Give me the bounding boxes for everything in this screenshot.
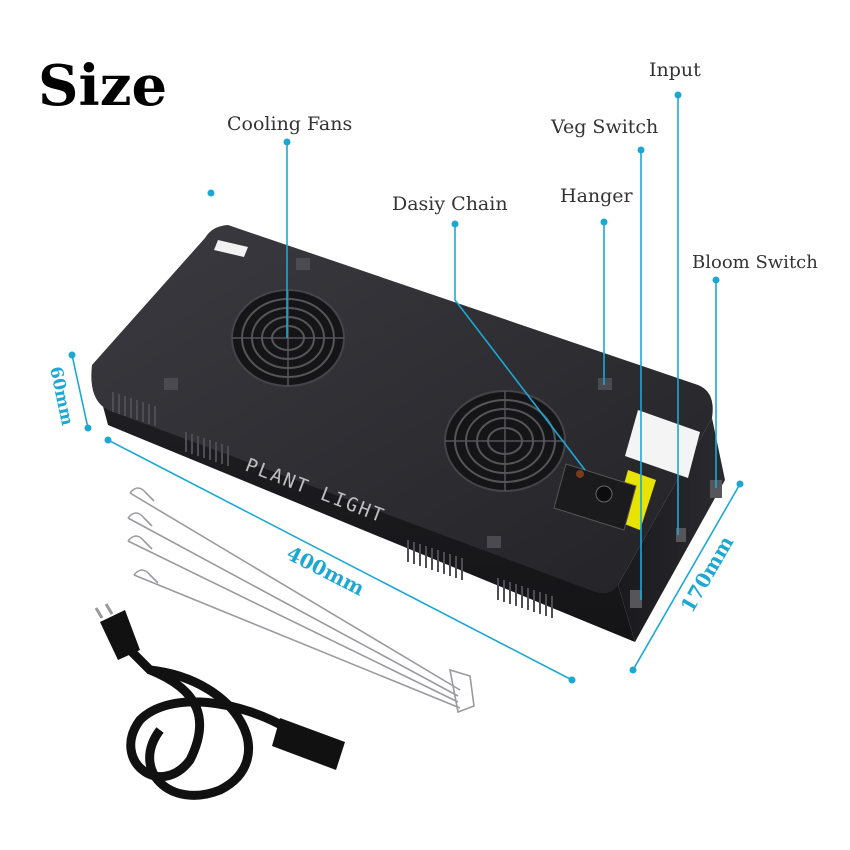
hanger-slot	[214, 240, 248, 257]
callout-cooling-fans: Cooling Fans	[227, 113, 352, 338]
hanging-wires	[127, 487, 475, 714]
device-end-side	[618, 418, 725, 642]
label-veg-switch: Veg Switch	[550, 116, 658, 138]
socket-panel	[553, 463, 637, 531]
hanger-tab	[487, 536, 501, 548]
label-hanger: Hanger	[560, 185, 634, 207]
side-vents	[112, 392, 553, 618]
switch-block	[676, 528, 686, 542]
label-bloom-switch: Bloom Switch	[692, 252, 818, 273]
dimension-60mm: 60mm	[45, 351, 92, 432]
switch-block	[710, 480, 722, 498]
label-input: Input	[649, 59, 701, 81]
callout-input: Input	[649, 59, 701, 535]
callout-veg-switch: Veg Switch	[550, 116, 658, 600]
label-cooling-fans: Cooling Fans	[227, 113, 352, 135]
callout-bloom-switch: Bloom Switch	[692, 252, 818, 488]
callout-hanger: Hanger	[560, 185, 634, 385]
switch-block	[630, 590, 642, 608]
page-title: Size	[38, 53, 167, 119]
fan-icon	[444, 390, 566, 492]
callout-dot	[207, 189, 215, 197]
callout-daisy-chain: Dasiy Chain	[392, 193, 586, 471]
plant-light-unit: PLANT LIGHT	[91, 225, 725, 642]
hanger-tab	[598, 378, 612, 390]
hanger-tab	[164, 378, 178, 390]
fan-icon	[231, 289, 345, 387]
hanger-tab	[296, 258, 310, 270]
power-cord	[94, 603, 345, 800]
label-daisy-chain: Dasiy Chain	[392, 193, 508, 215]
dimension-height-label: 60mm	[45, 365, 77, 427]
